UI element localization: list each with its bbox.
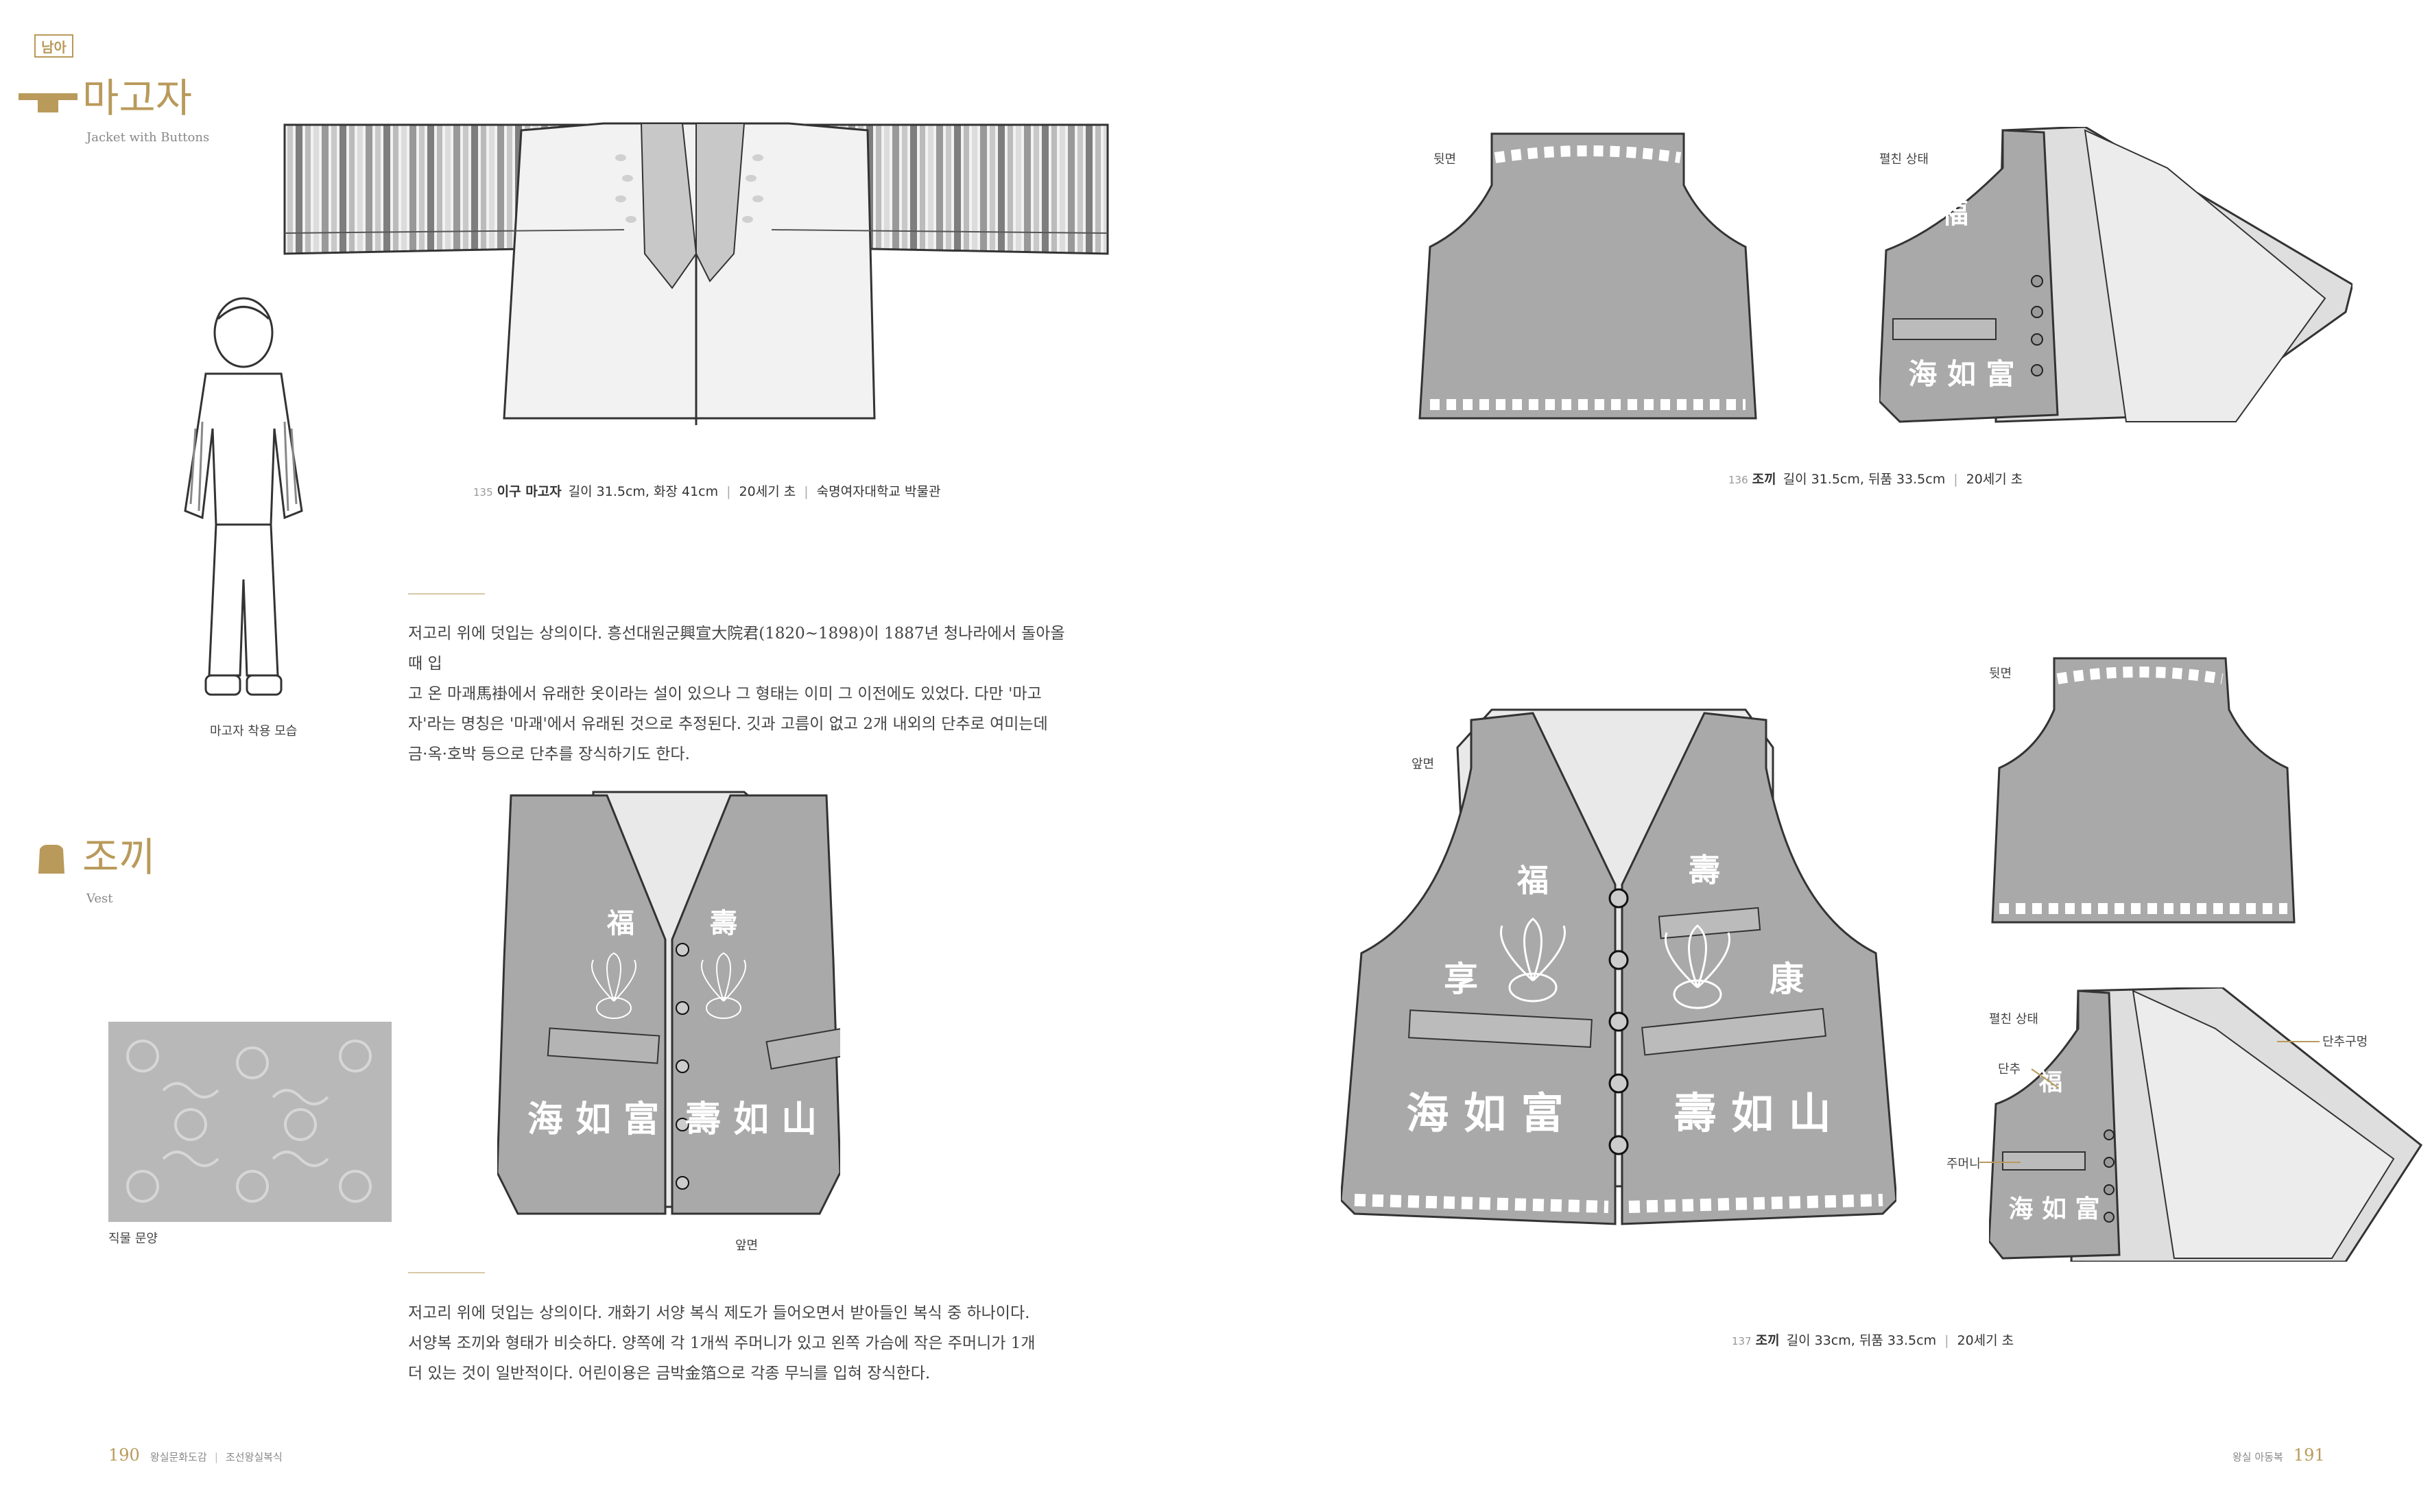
caption-source: 숙명여자대학교 박물관	[816, 484, 941, 499]
child-wearing-magoja-figure	[165, 291, 322, 719]
vest-137-character-mid-left: 享	[1444, 959, 1478, 999]
body-line: 서양복 조끼와 형태가 비슷하다. 양쪽에 각 1개씩 주머니가 있고 왼쪽 가…	[408, 1334, 1036, 1352]
vest-137-character-upper-left: 福	[1516, 862, 1549, 899]
vest-136-characters-bottom: 海 如 富	[1908, 357, 2014, 391]
caption-title: 조끼	[1755, 1333, 1780, 1348]
vest-character-small-right: 壽	[710, 907, 737, 939]
vest-137-character-mid-right: 康	[1770, 959, 1804, 999]
label-back-137: 뒷면	[1989, 667, 2012, 681]
jokki-vest-front-illustration: 海 如 富 壽 如 山 福 壽	[496, 789, 881, 1223]
caption-era: 20세기 초	[739, 484, 796, 499]
category-tag: 남아	[34, 34, 73, 58]
section-subtitle-magoja: Jacket with Buttons	[86, 130, 210, 145]
figure-label-magoja: 마고자 착용 모습	[210, 724, 298, 739]
vest-136-character-top: 福	[1940, 197, 1968, 230]
caption-title: 이구 마고자	[497, 484, 562, 499]
label-open-137: 펼친 상태	[1989, 1012, 2038, 1027]
section-title-magoja: 마고자	[82, 75, 193, 121]
body-line: 금·옥·호박 등으로 단추를 장식하기도 한다.	[408, 745, 690, 763]
caption-details: 길이 33cm, 뒤품 33.5cm	[1786, 1333, 1937, 1348]
vest-137-front-illustration: 福 壽 享 康 海 如 富 壽 如 山	[1339, 706, 1898, 1230]
page-number-left: 190	[108, 1445, 140, 1465]
footer-left: 190 왕실문화도감 | 조선왕실복식	[108, 1445, 283, 1465]
callout-line-pocket	[1979, 1162, 2021, 1163]
footer-section-title: 왕실 아동복	[2232, 1451, 2283, 1463]
body-text-magoja: 저고리 위에 덧입는 상의이다. 흥선대원군興宣大院君(1820~1898)이 …	[408, 619, 1080, 769]
page-number-right: 191	[2293, 1445, 2325, 1465]
body-line: 저고리 위에 덧입는 상의이다. 흥선대원군興宣大院君(1820~1898)이 …	[408, 625, 1065, 673]
category-tag-label: 남아	[41, 38, 67, 56]
figure-label-fabric: 직물 문양	[108, 1232, 158, 1246]
vest-137-character-upper-right: 壽	[1689, 852, 1720, 889]
label-back-136: 뒷면	[1433, 152, 1457, 167]
vest-characters-left: 海 如 富	[527, 1099, 659, 1140]
body-text-jokki: 저고리 위에 덧입는 상의이다. 개화기 서양 복식 제도가 들어오면서 받아들…	[408, 1298, 1080, 1389]
vest-137-characters-bottom-right: 壽 如 山	[1673, 1088, 1831, 1138]
vest-137-back-illustration	[1986, 655, 2301, 932]
jacket-icon	[17, 91, 79, 118]
fabric-pattern-swatch	[108, 1022, 392, 1225]
caption-number: 136	[1728, 474, 1748, 486]
vest-136-back-illustration	[1416, 130, 1759, 428]
label-front-137: 앞면	[1411, 757, 1435, 771]
section-subtitle-jokki: Vest	[86, 891, 113, 906]
caption-number: 135	[473, 486, 493, 499]
callout-button: 단추	[1998, 1062, 2021, 1077]
caption-title: 조끼	[1752, 472, 1776, 487]
magoja-jacket-illustration	[278, 117, 1115, 442]
caption-era: 20세기 초	[1957, 1333, 2014, 1348]
callout-button-loop: 단추구멍	[2322, 1035, 2368, 1049]
callout-line-button-loop	[2277, 1041, 2320, 1042]
caption-era: 20세기 초	[1966, 472, 2023, 487]
vest-icon	[34, 843, 69, 878]
footer-right: 왕실 아동복 191	[2232, 1445, 2325, 1465]
footer-book-title: 왕실문화도감	[150, 1451, 207, 1463]
body-line: 고 온 마괘馬褂에서 유래한 옷이라는 설이 있으나 그 형태는 이미 그 이전…	[408, 685, 1042, 703]
callout-pocket: 주머니	[1946, 1157, 1981, 1171]
divider-jokki	[408, 1272, 485, 1273]
vest-136-open-illustration: 福 海 如 富	[1878, 125, 2354, 431]
vest-137-open-characters-bottom: 海 如 富	[2008, 1195, 2099, 1223]
caption-details: 길이 31.5cm, 화장 41cm	[568, 484, 719, 499]
vest-137-open-illustration: 福 海 如 富	[1988, 986, 2428, 1264]
body-line: 더 있는 것이 일반적이다. 어린이용은 금박金箔으로 각종 무늬를 입혀 장식…	[408, 1365, 931, 1382]
section-title-jokki: 조끼	[82, 834, 156, 880]
figure-label-front: 앞면	[735, 1238, 759, 1253]
footer-book-subtitle: 조선왕실복식	[225, 1451, 283, 1463]
body-line: 자'라는 명칭은 '마괘'에서 유래된 것으로 추정된다. 깃과 고름이 없고 …	[408, 715, 1048, 733]
divider-magoja	[408, 593, 485, 595]
caption-number: 137	[1732, 1335, 1752, 1347]
vest-characters-right: 壽 如 山	[685, 1099, 817, 1140]
caption-details: 길이 31.5cm, 뒤품 33.5cm	[1783, 472, 1946, 487]
label-open-136: 펼친 상태	[1879, 152, 1929, 167]
vest-137-characters-bottom-left: 海 如 富	[1406, 1088, 1563, 1138]
vest-character-small-left: 福	[606, 907, 634, 939]
body-line: 저고리 위에 덧입는 상의이다. 개화기 서양 복식 제도가 들어오면서 받아들…	[408, 1304, 1030, 1322]
